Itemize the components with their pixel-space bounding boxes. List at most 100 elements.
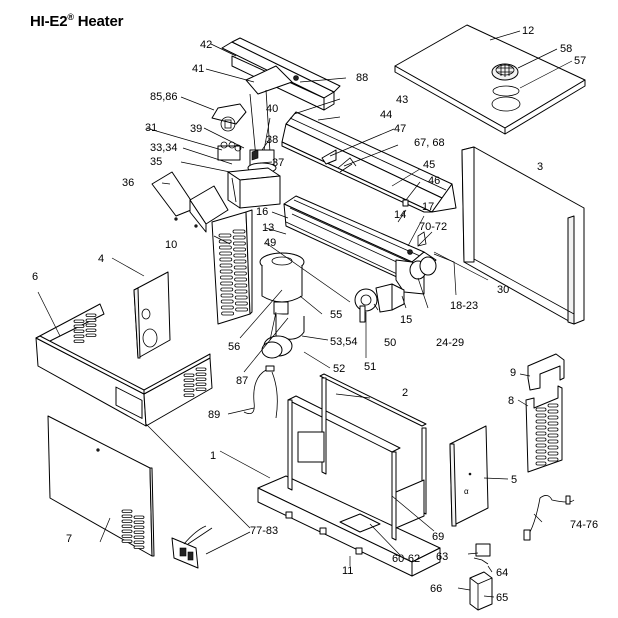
callout-3: 3 bbox=[537, 161, 543, 173]
diagram-title: HI-E2® Heater bbox=[30, 12, 123, 30]
callout-6: 6 bbox=[32, 271, 38, 283]
callout-5: 5 bbox=[511, 474, 517, 486]
callout-24-29: 24-29 bbox=[436, 337, 464, 349]
part-5-side-panel: α bbox=[449, 425, 489, 527]
louver-slot bbox=[218, 245, 232, 250]
callout-70-72: 70-72 bbox=[419, 221, 447, 233]
louver-slot bbox=[220, 281, 234, 286]
louver-slot bbox=[232, 241, 246, 246]
callout-67-68: 67, 68 bbox=[414, 137, 445, 149]
louver-slot bbox=[121, 534, 133, 538]
louver-slot bbox=[195, 382, 207, 386]
callout-58: 58 bbox=[560, 43, 572, 55]
louver-slot bbox=[535, 437, 547, 442]
louver-slot bbox=[121, 529, 133, 533]
part-7-front-panel bbox=[47, 415, 155, 557]
louver-slot bbox=[219, 257, 233, 262]
callout-50: 50 bbox=[384, 337, 396, 349]
louver-slot bbox=[121, 514, 133, 518]
callout-9: 9 bbox=[510, 367, 516, 379]
part-1-base-frame bbox=[257, 373, 441, 577]
leader-lines bbox=[37, 43, 543, 598]
louver-slot bbox=[547, 433, 559, 438]
louver-slot bbox=[547, 409, 559, 414]
callout-18-23: 18-23 bbox=[450, 300, 478, 312]
louver-slot bbox=[183, 373, 195, 377]
part-4-back-panel bbox=[133, 271, 171, 359]
louver-slot bbox=[547, 403, 559, 408]
louver-slot bbox=[535, 425, 547, 430]
callout-46: 46 bbox=[428, 175, 440, 187]
callout-57: 57 bbox=[574, 55, 586, 67]
part-10-filter-grille bbox=[211, 209, 253, 325]
louver-slot bbox=[133, 540, 145, 544]
callout-13: 13 bbox=[262, 222, 274, 234]
callout-60-62: 60-62 bbox=[392, 553, 420, 565]
louver-slot bbox=[233, 271, 247, 276]
louver-slot bbox=[234, 289, 248, 294]
louver-slot bbox=[547, 415, 559, 420]
louver-slot bbox=[73, 324, 85, 328]
louver-slot bbox=[195, 372, 207, 376]
callout-33-34: 33,34 bbox=[150, 142, 178, 154]
louver-slot bbox=[219, 263, 233, 268]
louver-slot bbox=[547, 439, 559, 444]
louver-slot bbox=[121, 509, 133, 513]
louver-slot bbox=[220, 293, 234, 298]
louver-slot bbox=[232, 229, 246, 234]
louver-slot bbox=[183, 383, 195, 387]
part-14-heat-exchanger bbox=[283, 195, 437, 295]
louver-slot bbox=[219, 251, 233, 256]
louver-slot bbox=[85, 318, 97, 322]
callout-38: 38 bbox=[266, 134, 278, 146]
louver-slot bbox=[221, 311, 235, 316]
louver-slot bbox=[73, 339, 85, 343]
louver-slot bbox=[183, 393, 195, 397]
part-31-gas-valve bbox=[217, 141, 242, 161]
registered-mark: ® bbox=[67, 12, 74, 22]
callout-66: 66 bbox=[430, 583, 442, 595]
callout-53-54: 53,54 bbox=[330, 336, 358, 348]
part-42-flue-collector bbox=[221, 37, 341, 159]
part-3-side-panel bbox=[461, 146, 585, 325]
louver-slot bbox=[234, 283, 248, 288]
callout-89: 89 bbox=[208, 409, 220, 421]
part-89-wire bbox=[243, 365, 278, 419]
callout-52: 52 bbox=[333, 363, 345, 375]
louver-slot bbox=[183, 388, 195, 392]
part-6-jacket bbox=[35, 303, 213, 427]
callout-45: 45 bbox=[423, 159, 435, 171]
part-74-76-sensor bbox=[523, 495, 575, 541]
louver-slot bbox=[133, 520, 145, 524]
callout-11: 11 bbox=[342, 565, 353, 577]
callout-87: 87 bbox=[236, 375, 248, 387]
louver-slot bbox=[535, 413, 547, 418]
louver-slot bbox=[235, 307, 249, 312]
louver-slot bbox=[195, 387, 207, 391]
part-8-access-door bbox=[525, 385, 563, 473]
louver-slot bbox=[535, 449, 547, 454]
title-model: HI-E2 bbox=[30, 13, 68, 30]
louver-slot bbox=[234, 295, 248, 300]
louver-slot bbox=[547, 451, 559, 456]
part-85-86-bracket bbox=[211, 103, 247, 132]
louver-slot bbox=[535, 461, 547, 466]
louver-slot bbox=[133, 515, 145, 519]
louver-slot bbox=[220, 299, 234, 304]
callout-42: 42 bbox=[200, 39, 212, 51]
louver-slot bbox=[121, 519, 133, 523]
louver-slot bbox=[219, 275, 233, 280]
title-suffix: Heater bbox=[77, 13, 124, 30]
callout-39: 39 bbox=[190, 123, 202, 135]
callout-37: 37 bbox=[272, 157, 284, 169]
louver-slot bbox=[234, 277, 248, 282]
louver-slot bbox=[121, 524, 133, 528]
callout-8: 8 bbox=[508, 395, 514, 407]
callout-74-76: 74-76 bbox=[570, 519, 598, 531]
callout-7: 7 bbox=[66, 533, 72, 545]
louver-slot bbox=[535, 407, 547, 412]
louver-slot bbox=[195, 367, 207, 371]
callout-4: 4 bbox=[98, 253, 104, 265]
louver-slot bbox=[218, 233, 232, 238]
louver-slot bbox=[535, 431, 547, 436]
